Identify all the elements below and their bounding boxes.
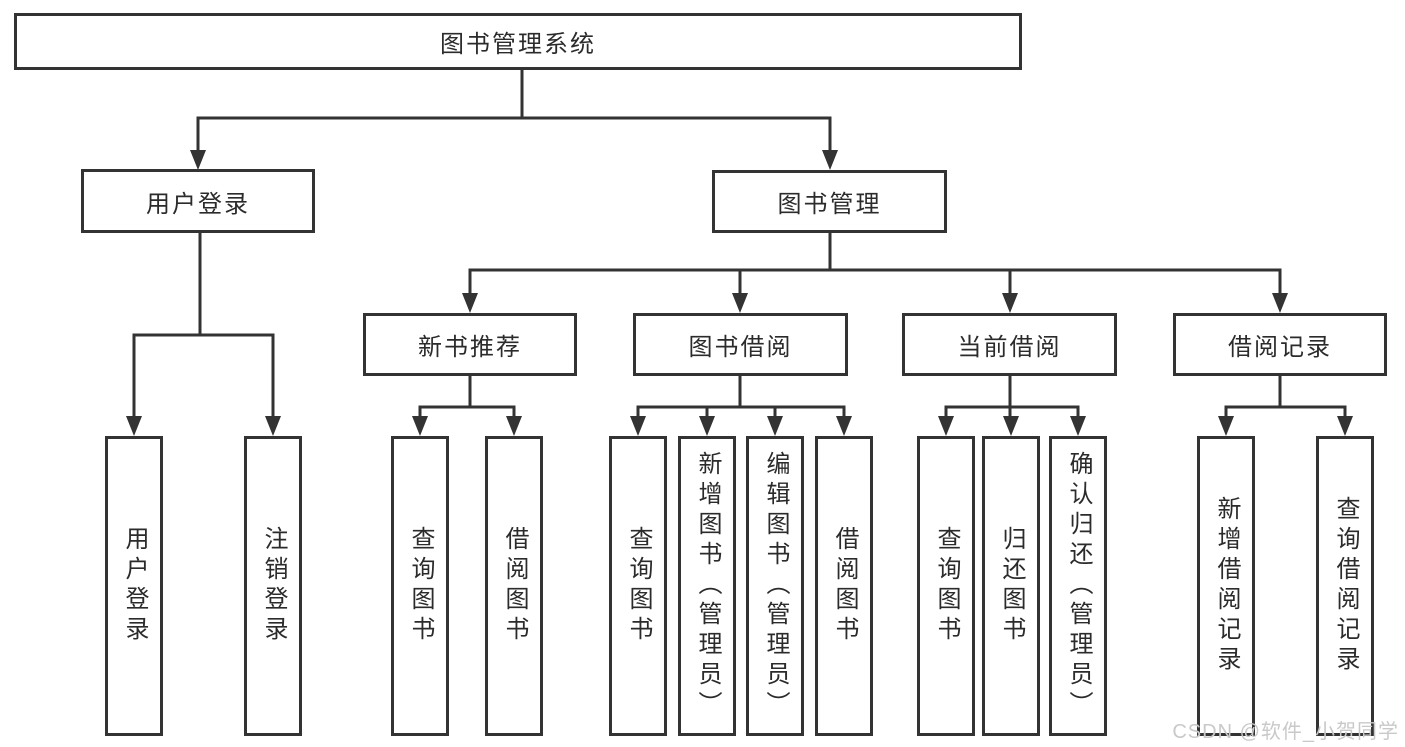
leaf-query-books-recommend: 查询图书	[391, 436, 449, 736]
node-borrow-records: 借阅记录	[1173, 313, 1387, 376]
leaf-edit-books-admin: 编辑图书（管理员）	[746, 436, 804, 736]
watermark: CSDN @软件_小贺同学	[1172, 721, 1399, 743]
leaf-query-books-current: 查询图书	[917, 436, 975, 736]
leaf-add-borrow-record: 新增借阅记录	[1197, 436, 1255, 736]
node-current-borrow: 当前借阅	[902, 313, 1117, 376]
leaf-query-borrow-record: 查询借阅记录	[1316, 436, 1374, 736]
node-book-management: 图书管理	[712, 170, 947, 233]
node-book-borrow: 图书借阅	[633, 313, 848, 376]
leaf-borrow-books: 借阅图书	[815, 436, 873, 736]
node-root-library-system: 图书管理系统	[14, 13, 1022, 70]
node-user-login: 用户登录	[81, 169, 315, 233]
leaf-confirm-return-admin: 确认归还（管理员）	[1049, 436, 1107, 736]
leaf-add-books-admin: 新增图书（管理员）	[678, 436, 736, 736]
leaf-user-login: 用户登录	[105, 436, 163, 736]
leaf-return-books: 归还图书	[982, 436, 1040, 736]
leaf-query-books-borrow: 查询图书	[609, 436, 667, 736]
leaf-logout: 注销登录	[244, 436, 302, 736]
node-new-book-recommend: 新书推荐	[363, 313, 577, 376]
leaf-borrow-books-recommend: 借阅图书	[485, 436, 543, 736]
